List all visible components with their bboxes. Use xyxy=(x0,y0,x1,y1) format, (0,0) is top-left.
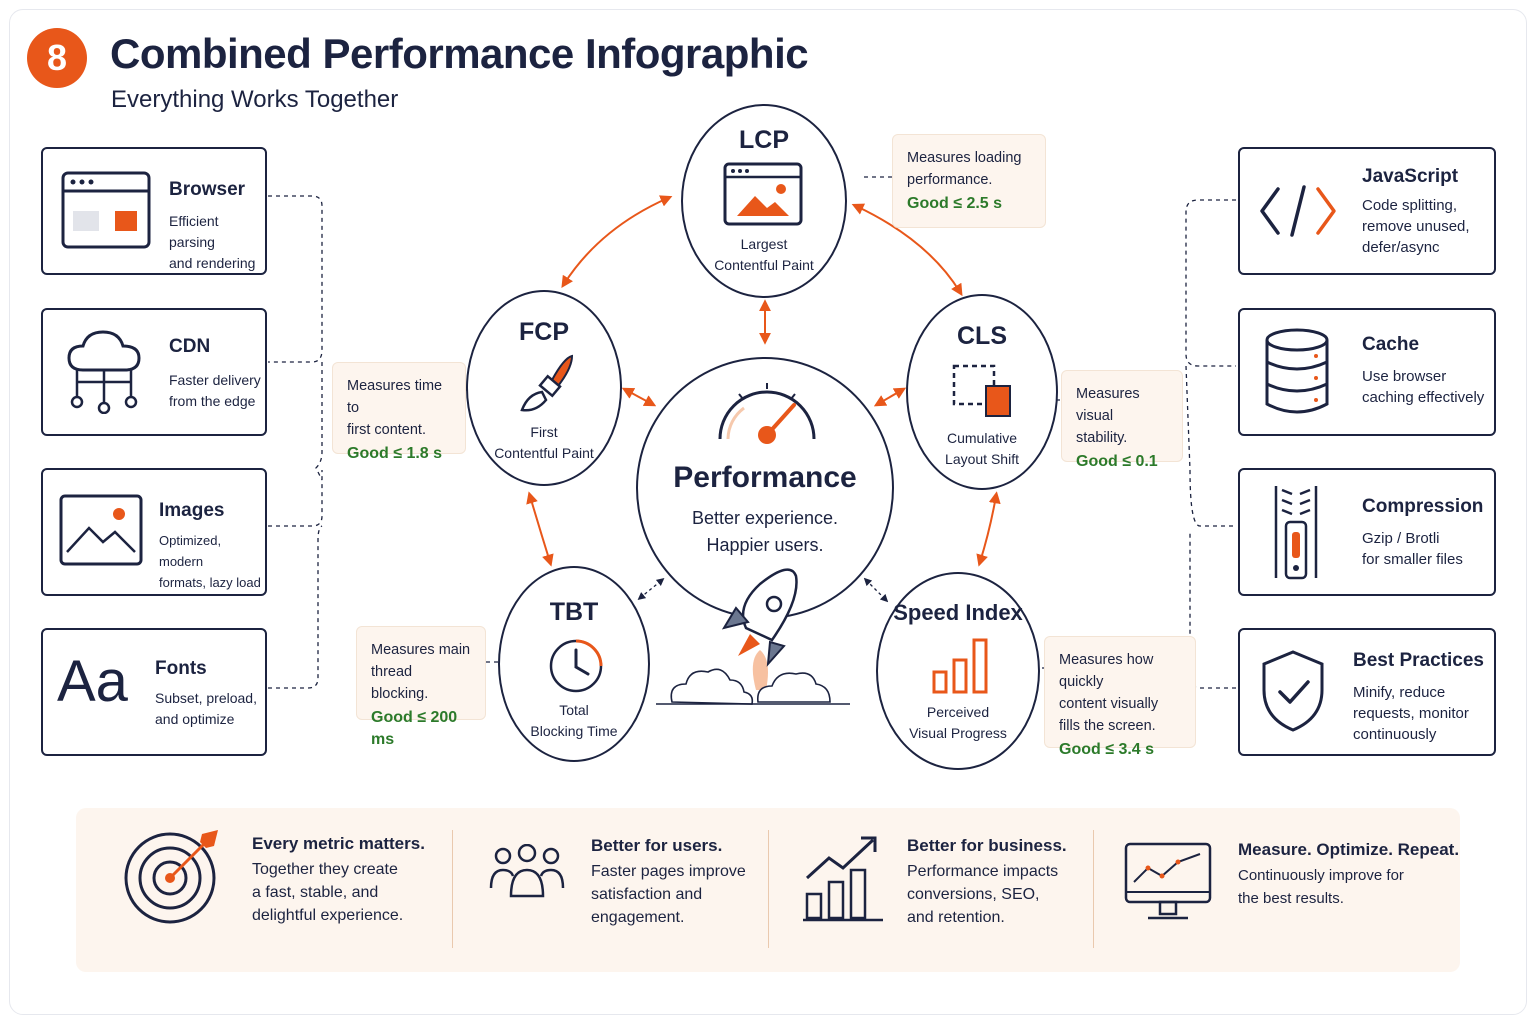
note-description: Measures time to first content. xyxy=(347,378,443,438)
monitor-chart-icon xyxy=(1124,842,1212,920)
section-number-badge: 8 xyxy=(27,28,87,88)
good-threshold: Good ≤ 3.4 s xyxy=(1059,741,1155,758)
note-fcp: Measures time to first content. Good ≤ 1… xyxy=(332,362,466,462)
note-cls: Measures visual stability. Good ≤ 0.1 xyxy=(1061,370,1183,470)
card-title: Compression xyxy=(1362,496,1484,517)
summary-description: Performance impacts conversions, SEO, an… xyxy=(907,863,1059,926)
growth-chart-icon xyxy=(803,836,883,922)
note-tbt: Measures main thread blocking. Good ≤ 20… xyxy=(356,626,486,748)
card-title: Best Practices xyxy=(1353,650,1484,671)
card-cdn: CDN Faster delivery from the edge xyxy=(41,308,267,436)
summary-every-metric: Every metric matters. Together they crea… xyxy=(76,808,452,972)
layout-shift-icon xyxy=(952,364,1011,417)
card-title: JavaScript xyxy=(1362,166,1459,187)
card-description: Use browser caching effectively xyxy=(1362,368,1485,406)
metric-cls: CLS Cumulative Layout Shift xyxy=(906,294,1058,490)
summary-title: Better for business. xyxy=(907,836,1067,855)
metric-speed-index: Speed Index Perceived Visual Progress xyxy=(876,572,1040,770)
card-fonts: Aa Fonts Subset, preload, and optimize xyxy=(41,628,267,756)
card-cache: Cache Use browser caching effectively xyxy=(1238,308,1496,436)
card-description: Gzip / Brotli for smaller files xyxy=(1362,530,1463,568)
card-javascript: JavaScript Code splitting, remove unused… xyxy=(1238,147,1496,275)
card-best-practices: Best Practices Minify, reduce requests, … xyxy=(1238,628,1496,756)
summary-title: Every metric matters. xyxy=(252,834,425,853)
note-description: Measures loading performance. xyxy=(907,150,1022,188)
metric-lcp: LCP Largest Contentful Paint xyxy=(681,104,847,298)
summary-measure: Measure. Optimize. Repeat. Continuously … xyxy=(1094,808,1460,972)
hub-title: Performance xyxy=(673,461,857,494)
summary-title: Better for users. xyxy=(591,836,723,855)
summary-title: Measure. Optimize. Repeat. xyxy=(1238,840,1460,859)
metric-name: Cumulative Layout Shift xyxy=(945,430,1019,467)
card-description: Faster delivery from the edge xyxy=(169,372,261,409)
metric-abbr: TBT xyxy=(549,598,599,626)
divider xyxy=(452,830,453,948)
font-icon: Aa xyxy=(57,649,128,714)
page-subtitle: Everything Works Together xyxy=(111,86,399,113)
metric-name: Total Blocking Time xyxy=(530,702,618,739)
note-description: Measures how quickly content visually fi… xyxy=(1059,652,1159,734)
metric-abbr: CLS xyxy=(957,322,1007,350)
summary-description: Together they create a fast, stable, and… xyxy=(252,861,404,924)
good-threshold: Good ≤ 2.5 s xyxy=(907,195,1003,212)
page-title: Combined Performance Infographic xyxy=(110,30,809,77)
card-description: Efficient parsing and rendering xyxy=(169,213,256,271)
code-icon xyxy=(1260,185,1336,237)
card-title: Fonts xyxy=(155,658,207,679)
card-description: Optimized, modern formats, lazy load xyxy=(159,533,261,590)
metric-abbr: Speed Index xyxy=(893,600,1023,625)
metric-tbt: TBT Total Blocking Time xyxy=(498,566,650,762)
card-compression: Compression Gzip / Brotli for smaller fi… xyxy=(1238,468,1496,596)
clock-icon xyxy=(549,639,603,693)
card-browser: Browser Efficient parsing and rendering xyxy=(41,147,267,275)
summary-description: Continuously improve for the best result… xyxy=(1238,867,1404,907)
card-images: Images Optimized, modern formats, lazy l… xyxy=(41,468,267,596)
shield-check-icon xyxy=(1262,650,1324,732)
metric-name: First Contentful Paint xyxy=(494,424,594,461)
good-threshold: Good ≤ 0.1 xyxy=(1076,453,1158,470)
summary-description: Faster pages improve satisfaction and en… xyxy=(591,863,746,926)
note-description: Measures main thread blocking. xyxy=(371,642,471,702)
zipper-icon xyxy=(1274,486,1318,580)
browser-window-icon xyxy=(61,171,151,249)
card-description: Code splitting, remove unused, defer/asy… xyxy=(1362,197,1470,256)
summary-business: Better for business. Performance impacts… xyxy=(769,808,1093,972)
good-threshold: Good ≤ 1.8 s xyxy=(347,445,443,462)
divider xyxy=(768,830,769,948)
gauge-icon xyxy=(718,383,816,444)
note-description: Measures visual stability. xyxy=(1076,386,1140,446)
card-title: Images xyxy=(159,500,225,521)
summary-band: Every metric matters. Together they crea… xyxy=(76,808,1460,972)
note-speed-index: Measures how quickly content visually fi… xyxy=(1044,636,1196,758)
users-icon xyxy=(489,844,565,898)
card-title: Browser xyxy=(169,179,246,200)
hub-description: Better experience. Happier users. xyxy=(691,508,839,555)
database-icon xyxy=(1265,328,1329,414)
card-description: Minify, reduce requests, monitor continu… xyxy=(1353,684,1469,743)
good-threshold: Good ≤ 200 ms xyxy=(371,709,458,748)
summary-users: Better for users. Faster pages improve s… xyxy=(453,808,768,972)
target-icon xyxy=(124,830,218,924)
image-icon xyxy=(59,494,143,566)
metric-name: Largest Contentful Paint xyxy=(714,236,814,273)
card-title: CDN xyxy=(169,336,211,357)
image-window-icon xyxy=(723,162,803,226)
metric-fcp: FCP First Contentful Paint xyxy=(466,290,622,486)
metric-abbr: FCP xyxy=(519,318,569,346)
performance-hub: Performance Better experience. Happier u… xyxy=(636,357,894,619)
paintbrush-icon xyxy=(520,354,574,412)
card-title: Cache xyxy=(1362,334,1420,355)
cloud-network-icon xyxy=(67,330,141,414)
metric-name: Perceived Visual Progress xyxy=(909,704,1007,741)
note-lcp: Measures loading performance. Good ≤ 2.5… xyxy=(892,134,1046,228)
infographic-frame xyxy=(9,9,1527,1015)
divider xyxy=(1093,830,1094,948)
bar-chart-icon xyxy=(932,638,988,694)
card-description: Subset, preload, and optimize xyxy=(155,690,257,727)
metric-abbr: LCP xyxy=(739,126,789,154)
